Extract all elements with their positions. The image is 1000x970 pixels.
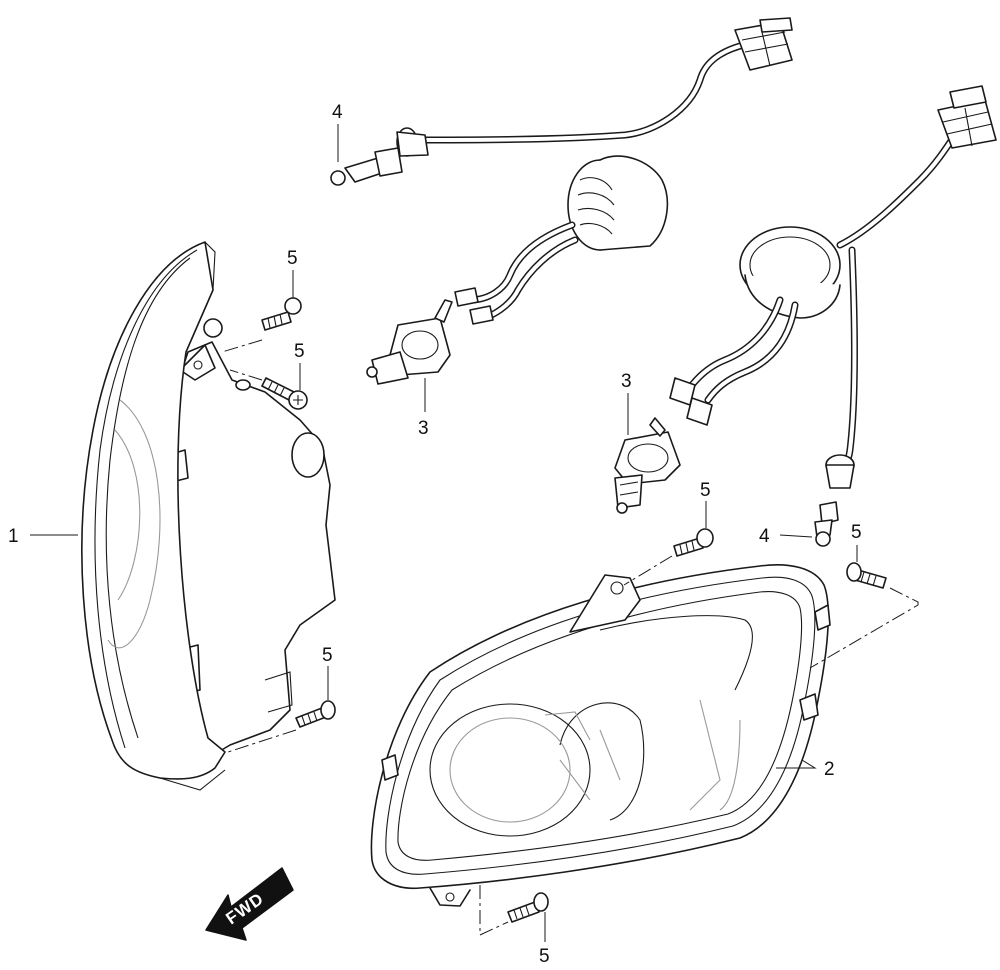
callout-3-right: 3 [621,371,632,392]
bulb-small-right [814,501,839,547]
callout-4-left: 4 [332,102,343,123]
screw-f [507,892,549,923]
bulb-h4-right [614,417,681,514]
callout-5-c: 5 [322,645,333,666]
alignment-lines [221,339,919,936]
screw-b [261,377,308,410]
left-headlight-assembly [81,241,336,791]
callout-5-f: 5 [539,946,550,967]
bulb-small-left [330,147,403,186]
screw-d [673,528,714,557]
callout-3-left: 3 [418,418,429,439]
screw-e [846,562,887,589]
callout-5-b: 5 [294,341,305,362]
callout-1: 1 [8,526,19,547]
leader-lines [30,124,858,942]
screw-a [261,297,302,331]
callout-4-right: 4 [759,526,770,547]
right-headlight-assembly [370,564,831,907]
callout-5-e: 5 [851,522,862,543]
left-wiring-harness [396,17,793,325]
callout-labels: 1 2 3 3 4 4 5 5 5 5 5 5 [8,102,862,967]
screw-c [295,700,336,728]
right-wiring-harness [669,85,997,489]
callout-2: 2 [824,759,835,780]
bulb-h4-left [366,299,453,385]
callout-5-a: 5 [287,248,298,269]
forward-direction-arrow: FWD [205,867,294,941]
callout-5-d: 5 [700,480,711,501]
